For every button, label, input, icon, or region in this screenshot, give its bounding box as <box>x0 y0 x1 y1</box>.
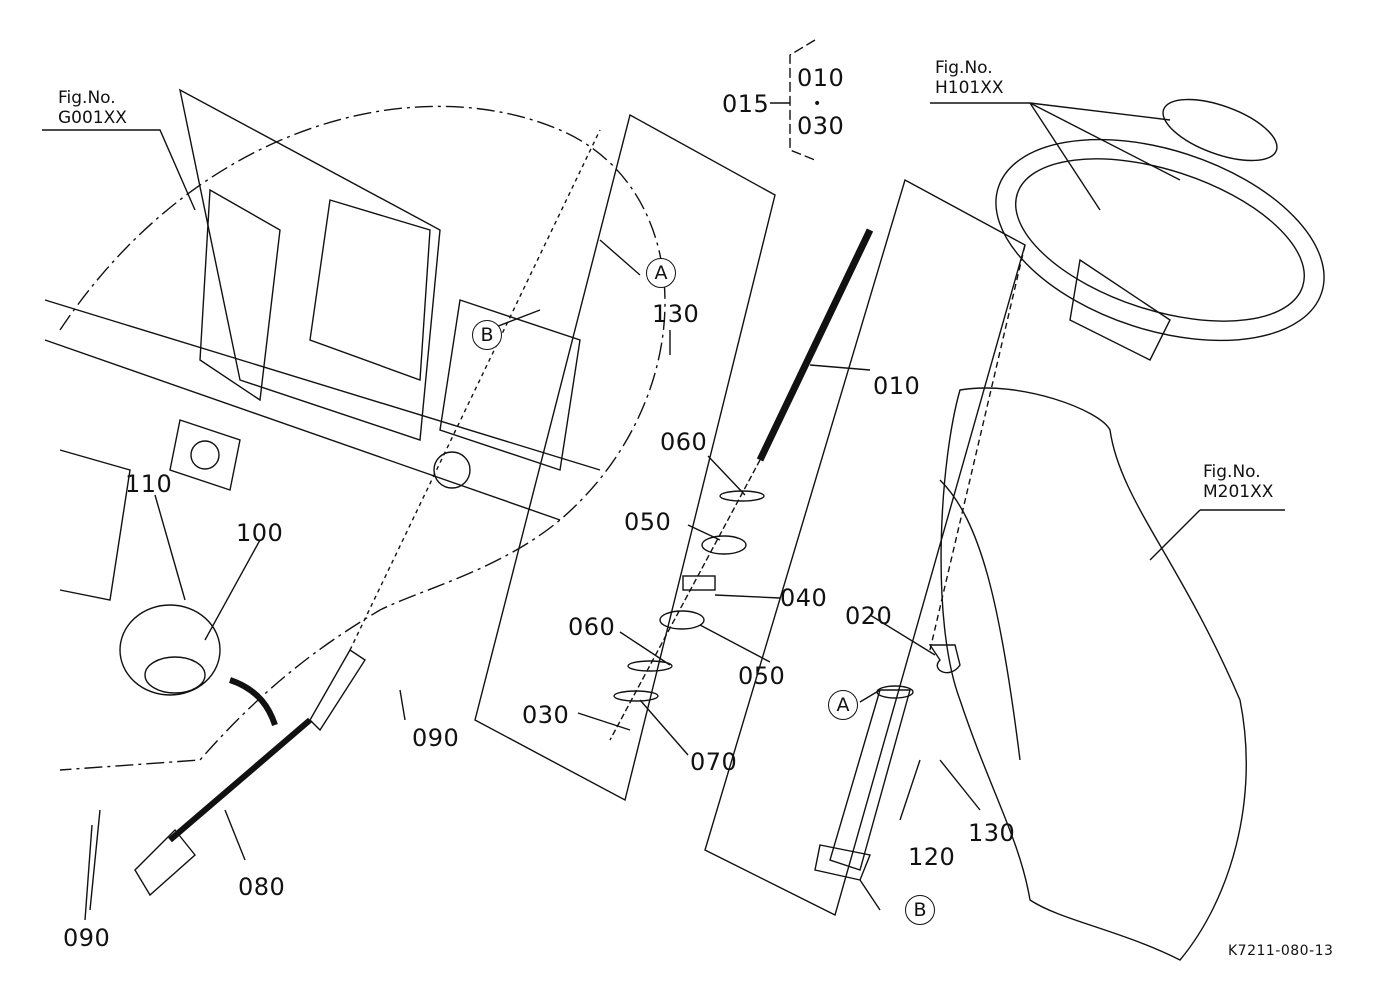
exploded-panel-2 <box>704 178 1026 917</box>
group-parent-label: 015 <box>722 90 770 118</box>
fig-ref-g001xx: Fig.No. G001XX <box>58 88 127 128</box>
fig-ref-h101xx: Fig.No. H101XX <box>935 58 1004 98</box>
part-label-080: 080 <box>238 873 286 901</box>
group-separator: • <box>813 96 822 112</box>
fig-ref-number: G001XX <box>58 108 127 128</box>
part-label-110: 110 <box>125 470 173 498</box>
part-label-100: 100 <box>236 519 284 547</box>
group-child-label: 010 <box>797 64 845 92</box>
reference-marker-a: A <box>646 258 676 288</box>
fig-ref-number: M201XX <box>1203 482 1274 502</box>
part-label-050: 050 <box>624 508 672 536</box>
drawing-code: K7211-080-13 <box>1228 943 1334 959</box>
fig-ref-prefix: Fig.No. <box>935 58 993 78</box>
reference-marker-a: A <box>828 690 858 720</box>
fig-ref-number: H101XX <box>935 78 1004 98</box>
frame-outline <box>59 105 666 771</box>
part-label-010: 010 <box>873 372 921 400</box>
reference-marker-b: B <box>905 895 935 925</box>
part-label-120: 120 <box>908 843 956 871</box>
part-label-130: 130 <box>968 819 1016 847</box>
fig-ref-prefix: Fig.No. <box>1203 462 1261 482</box>
part-label-060: 060 <box>568 613 616 641</box>
part-label-090: 090 <box>63 924 111 952</box>
part-label-070: 070 <box>690 748 738 776</box>
steering-wheel <box>995 138 1325 342</box>
exploded-panel-1 <box>474 113 776 802</box>
part-label-060: 060 <box>660 428 708 456</box>
part-label-130: 130 <box>652 300 700 328</box>
part-label-020: 020 <box>845 602 893 630</box>
fig-ref-m201xx: Fig.No. M201XX <box>1203 462 1273 502</box>
part-label-030: 030 <box>522 701 570 729</box>
part-label-090: 090 <box>412 724 460 752</box>
group-child-label: 030 <box>797 112 845 140</box>
part-label-050: 050 <box>738 662 786 690</box>
part-label-040: 040 <box>780 584 828 612</box>
reference-marker-b: B <box>472 320 502 350</box>
fig-ref-prefix: Fig.No. <box>58 88 116 108</box>
dash-panel <box>940 387 1247 961</box>
